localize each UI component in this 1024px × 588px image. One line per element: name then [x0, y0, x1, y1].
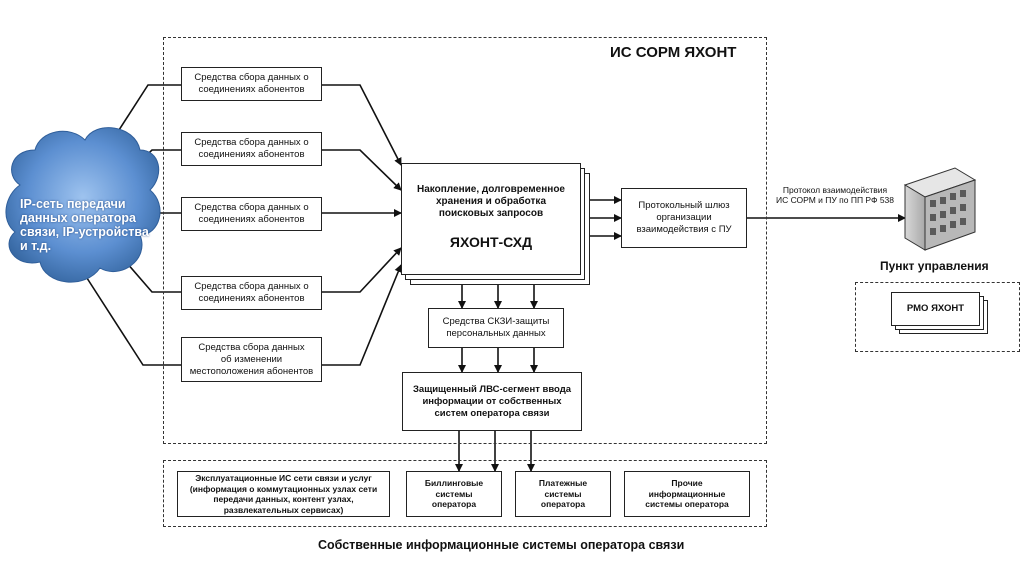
collector-box-3: Средства сбора данных о соединениях абон… [181, 197, 322, 231]
cloud-link-5 [84, 274, 181, 366]
cloud-link-4 [119, 254, 181, 293]
cloud-label: IP-сеть передачи данных оператора связи,… [20, 197, 149, 253]
collector-box-2: Средства сбора данных о соединениях абон… [181, 132, 322, 166]
skzi-box: Средства СКЗИ-защиты персональных данных [428, 308, 564, 348]
rmo-box: РМО ЯХОНТ [891, 292, 980, 326]
operator-systems-frame [163, 460, 767, 527]
ops-system-exploitation: Эксплуатационные ИС сети связи и услуг (… [177, 471, 390, 517]
storage-name: ЯХОНТ-СХД [449, 234, 533, 250]
system-title: ИС СОРМ ЯХОНТ [610, 44, 737, 61]
control-point-label: Пункт управления [880, 259, 989, 273]
collector-box-4: Средства сбора данных о соединениях абон… [181, 276, 322, 310]
protocol-gateway-box: Протокольный шлюз организации взаимодейс… [621, 188, 747, 248]
collector-arrow-5 [322, 264, 403, 366]
storage-heading: Накопление, долговременное хранения и об… [417, 184, 565, 219]
operator-systems-caption: Собственные информационные системы опера… [318, 538, 685, 552]
server-icon [903, 167, 977, 251]
collector-arrow-4 [322, 247, 402, 293]
ops-system-payment: Платежные системы оператора [515, 471, 611, 517]
ops-system-billing: Биллинговые системы оператора [406, 471, 502, 517]
collector-arrow-2 [322, 149, 402, 191]
collector-box-1: Средства сбора данных о соединениях абон… [181, 67, 322, 101]
collector-box-5: Средства сбора данных об изменении место… [181, 337, 322, 382]
ip-network-cloud-icon [5, 127, 161, 283]
collector-arrow-1 [322, 84, 402, 166]
storage-box: Накопление, долговременное хранения и об… [401, 163, 581, 275]
control-point-frame [855, 282, 1020, 352]
lan-segment-box: Защищенный ЛВС-сегмент ввода информации … [402, 372, 582, 431]
ops-system-other: Прочие информационные системы оператора [624, 471, 750, 517]
protocol-label: Протокол взаимодействия ИС СОРМ и ПУ по … [775, 185, 895, 205]
sorm-system-frame [163, 37, 767, 444]
